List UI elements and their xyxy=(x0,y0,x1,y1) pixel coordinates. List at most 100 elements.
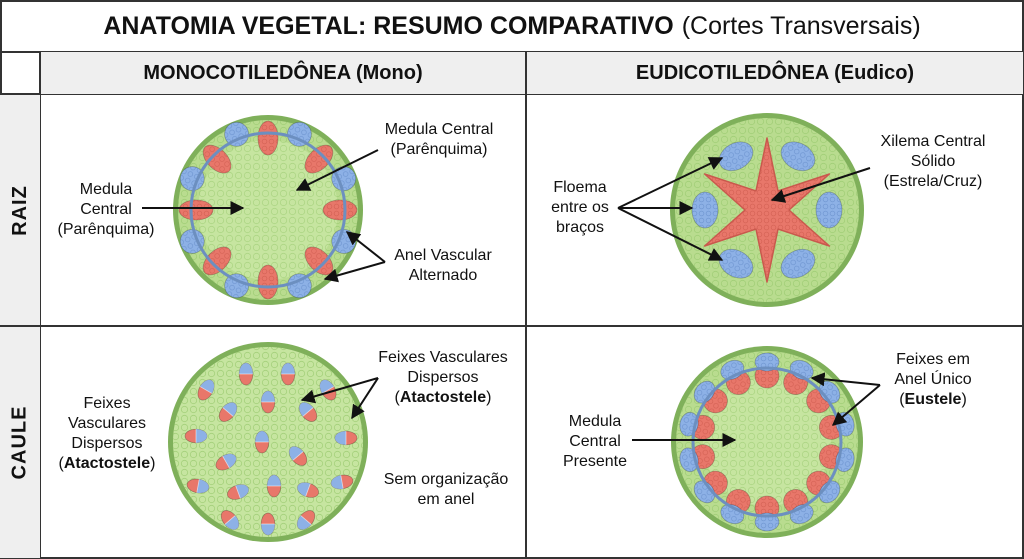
text-line: Feixes xyxy=(83,395,131,412)
xylem-arm-texture xyxy=(304,145,333,174)
divider xyxy=(340,475,344,489)
text-line: Dispersos xyxy=(71,435,143,452)
label-eudico-root-xylem: Xilema Central Sólido (Estrela/Cruz) xyxy=(858,132,1008,192)
text-line: Central xyxy=(80,201,132,218)
label-mono-root-pith-left: Medula Central (Parênquima) xyxy=(46,180,166,240)
phloem xyxy=(297,482,311,497)
divider xyxy=(199,386,213,394)
vascular-bundle xyxy=(254,430,270,454)
phloem xyxy=(297,515,312,530)
arrow-ring-eu-2 xyxy=(831,384,881,426)
text-line: Sólido xyxy=(910,153,956,170)
phloem xyxy=(222,453,237,468)
phloem xyxy=(200,379,215,394)
label-mono-root-ring: Anel Vascular Alternado xyxy=(378,246,508,286)
vascular-bundle xyxy=(220,510,240,530)
phloem-patch xyxy=(780,248,816,279)
text-line: Central xyxy=(569,433,621,450)
phloem xyxy=(281,363,295,374)
phloem-patch-texture xyxy=(781,249,815,279)
text-line: Medula Central xyxy=(384,121,494,138)
phloem xyxy=(261,524,275,535)
title-main: ANATOMIA VEGETAL: RESUMO COMPARATIVO xyxy=(103,11,674,40)
phloem-patch-texture xyxy=(287,273,312,298)
phloem-patch xyxy=(179,166,205,192)
phloem-patch-texture xyxy=(719,249,753,279)
arrow-scattered-2 xyxy=(351,377,379,420)
phloem xyxy=(196,429,207,443)
xylem-arm-texture xyxy=(203,145,232,174)
phloem-patch xyxy=(224,273,250,299)
vascular-bundle xyxy=(296,510,316,530)
phloem-patch-texture xyxy=(719,141,753,171)
arrow-ring-2 xyxy=(323,261,386,283)
text-line-bold: (Atactostele) xyxy=(394,389,492,406)
text-line: Presente xyxy=(562,453,628,470)
phloem xyxy=(335,431,346,445)
text-line: Dispersos xyxy=(407,369,479,386)
label-eudico-root-phloem: Floema entre os braços xyxy=(540,178,620,238)
text-line: Floema xyxy=(553,179,607,196)
annotation-arrows xyxy=(142,149,881,447)
arrow-phloem-1 xyxy=(617,157,724,209)
vascular-bundle xyxy=(288,446,308,466)
phloem-patch xyxy=(815,191,843,229)
phloem-patch-texture xyxy=(816,192,842,228)
text-line: Anel Vascular xyxy=(394,247,492,264)
mono-stem-section xyxy=(168,342,368,542)
arrow-scattered-1 xyxy=(300,377,379,404)
vascular-bundle xyxy=(227,484,249,500)
phloem xyxy=(235,484,249,499)
phloem xyxy=(331,475,344,489)
divider xyxy=(300,515,312,525)
phloem xyxy=(261,391,275,402)
phloem-part xyxy=(754,512,780,532)
phloem xyxy=(267,475,281,486)
label-eudico-stem-pith: Medula Central Presente xyxy=(550,412,640,472)
bold-term: Atactostele xyxy=(63,455,151,472)
vascular-bundle xyxy=(218,402,238,422)
text-line: entre os xyxy=(551,199,609,216)
text-line-bold: (Eustele) xyxy=(899,391,967,408)
phloem-patch-texture xyxy=(692,192,718,228)
phloem xyxy=(255,431,269,442)
phloem-patch xyxy=(331,166,357,192)
phloem xyxy=(319,379,334,394)
text-line: braços xyxy=(555,219,605,236)
endodermis-ring xyxy=(189,131,347,289)
phloem-part-texture xyxy=(755,353,779,371)
text-line-bold: (Atactostele) xyxy=(58,455,156,472)
eudico-root-section xyxy=(670,113,864,307)
vascular-bundle xyxy=(184,428,208,444)
xylem-arm-texture xyxy=(258,265,278,299)
xylem-arm xyxy=(257,264,279,300)
vascular-bundle xyxy=(186,478,210,494)
text-line: (Estrela/Cruz) xyxy=(883,173,983,190)
divider xyxy=(321,386,335,394)
phloem-patch xyxy=(286,273,312,299)
phloem-patch-texture xyxy=(781,141,815,171)
bold-term: Atactostele xyxy=(399,389,487,406)
vascular-bundle xyxy=(298,402,318,422)
label-mono-root-pith-top: Medula Central (Parênquima) xyxy=(362,120,516,160)
row-header-raiz: RAIZ xyxy=(0,95,40,325)
vascular-bundle xyxy=(334,430,358,446)
mono-root-section xyxy=(173,115,363,305)
phloem-patch xyxy=(718,248,754,279)
xylem-arm-texture xyxy=(304,246,333,275)
phloem-patch xyxy=(691,191,719,229)
arrow-pith-top xyxy=(295,149,379,191)
cambium-ring xyxy=(691,366,843,518)
phloem-part xyxy=(754,352,780,372)
text-line: Feixes Vasculares xyxy=(378,349,508,366)
phloem xyxy=(239,363,253,374)
xylem-arm-texture xyxy=(179,200,213,220)
eudico-stem-section xyxy=(671,346,863,538)
arrow-ring-eu-1 xyxy=(810,372,881,387)
arrow-ring-1 xyxy=(345,231,386,263)
text-line: Alternado xyxy=(408,267,478,284)
text-line: em anel xyxy=(417,491,475,508)
pith-texture xyxy=(703,378,831,506)
phloem xyxy=(299,402,314,417)
